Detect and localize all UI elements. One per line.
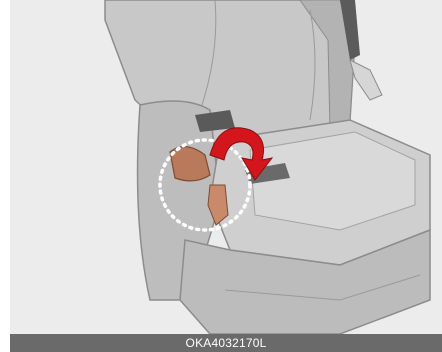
seat-illustration [10,0,442,334]
figure-code-caption: OKA4032170L [10,334,442,352]
